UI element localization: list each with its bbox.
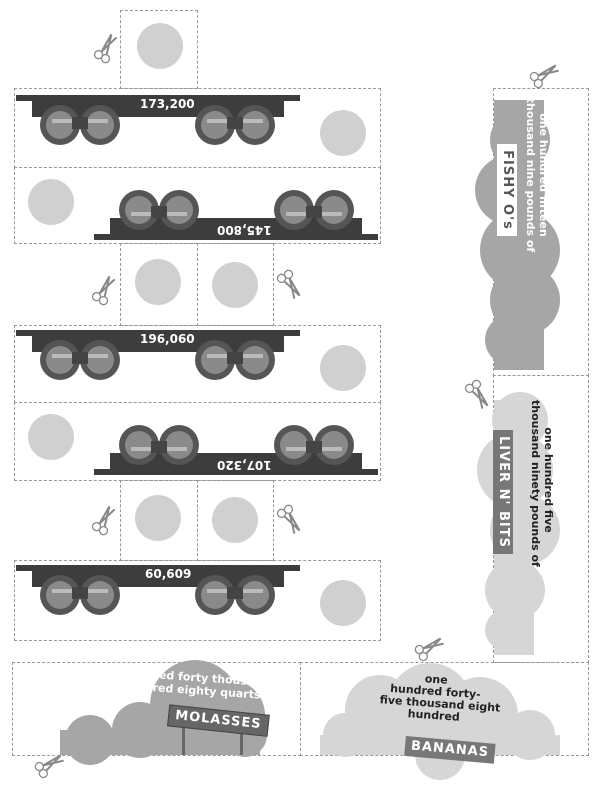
wheel-hub	[86, 581, 114, 609]
wheel-hub	[320, 431, 348, 459]
wheel-truck	[40, 575, 120, 615]
truck-bolster	[306, 206, 322, 218]
card-text-line: thousand nine pounds of	[524, 97, 537, 253]
car-weight-label: 145,800	[217, 223, 272, 237]
truck-bolster	[151, 441, 167, 453]
scissors-icon	[276, 269, 301, 299]
flatcar-deck	[94, 469, 378, 475]
wheel-truck	[40, 105, 120, 145]
card-liver-sign: LIVER N' BITS	[493, 430, 515, 554]
wheel-hub	[201, 581, 229, 609]
wheel-hub	[280, 196, 308, 224]
circle-marker	[135, 495, 181, 541]
wheel-hub	[165, 196, 193, 224]
circle-marker	[212, 262, 258, 308]
card-fishy-text: one hundred fifteen thousand nine pounds…	[524, 95, 550, 255]
flatcar-deck	[16, 95, 300, 101]
scissors-icon	[91, 275, 116, 306]
circle-marker	[320, 345, 366, 391]
card-bananas-text: one hundred forty- five thousand eight h…	[378, 670, 500, 726]
flatcar	[94, 190, 378, 240]
wheel-truck	[274, 425, 354, 465]
car-weight-label: 60,609	[145, 567, 192, 581]
wheel-hub	[125, 431, 153, 459]
truck-bolster	[227, 352, 243, 364]
flatcar-deck	[16, 565, 300, 571]
circle-marker	[135, 259, 181, 305]
truck-bolster	[151, 206, 167, 218]
wheel-hub	[241, 346, 269, 374]
wheel-truck	[195, 340, 275, 380]
scissors-icon	[34, 754, 64, 779]
flatcar	[94, 425, 378, 475]
wheel-truck	[274, 190, 354, 230]
wheel-truck	[195, 575, 275, 615]
sign-post	[182, 725, 185, 755]
wheel-hub	[241, 111, 269, 139]
wheel-hub	[320, 196, 348, 224]
wheel-hub	[280, 431, 308, 459]
card-text-line: one hundred five	[542, 427, 555, 533]
circle-marker	[28, 414, 74, 460]
card-liver-text: one hundred five thousand ninety pounds …	[529, 400, 555, 567]
wheel-hub	[86, 111, 114, 139]
car-weight-label: 196,060	[140, 332, 195, 346]
flatcar	[16, 565, 300, 615]
truck-bolster	[72, 587, 88, 599]
wheel-hub	[201, 346, 229, 374]
wheel-hub	[241, 581, 269, 609]
flatcar-deck	[16, 330, 300, 336]
flatcar-deck	[94, 234, 378, 240]
sign-post	[240, 725, 243, 755]
scissors-icon	[276, 504, 301, 534]
wheel-hub	[46, 581, 74, 609]
card-text-line: one hundred fifteen	[537, 113, 550, 237]
scissors-icon	[414, 637, 444, 662]
scissors-icon	[93, 33, 118, 64]
wheel-hub	[165, 431, 193, 459]
wheel-hub	[201, 111, 229, 139]
car-weight-label: 107,320	[217, 458, 272, 472]
wheel-truck	[119, 425, 199, 465]
scissors-icon	[529, 64, 559, 89]
wheel-truck	[195, 105, 275, 145]
flatcar	[16, 330, 300, 380]
wheel-hub	[125, 196, 153, 224]
circle-marker	[212, 497, 258, 543]
truck-bolster	[306, 441, 322, 453]
flatcar	[16, 95, 300, 145]
wheel-truck	[119, 190, 199, 230]
truck-bolster	[72, 117, 88, 129]
circle-marker	[137, 23, 183, 69]
circle-marker	[320, 580, 366, 626]
circle-marker	[28, 179, 74, 225]
scissors-icon	[91, 505, 116, 536]
wheel-hub	[46, 346, 74, 374]
truck-bolster	[72, 352, 88, 364]
circle-marker	[320, 110, 366, 156]
truck-bolster	[227, 587, 243, 599]
car-weight-label: 173,200	[140, 97, 195, 111]
wheel-hub	[86, 346, 114, 374]
card-text-line: thousand ninety pounds of	[529, 400, 542, 567]
truck-bolster	[227, 117, 243, 129]
cut-car-box	[14, 560, 381, 641]
card-fishy-sign: FISHY O's	[497, 140, 519, 240]
wheel-hub	[46, 111, 74, 139]
scissors-icon	[464, 379, 489, 409]
wheel-truck	[40, 340, 120, 380]
